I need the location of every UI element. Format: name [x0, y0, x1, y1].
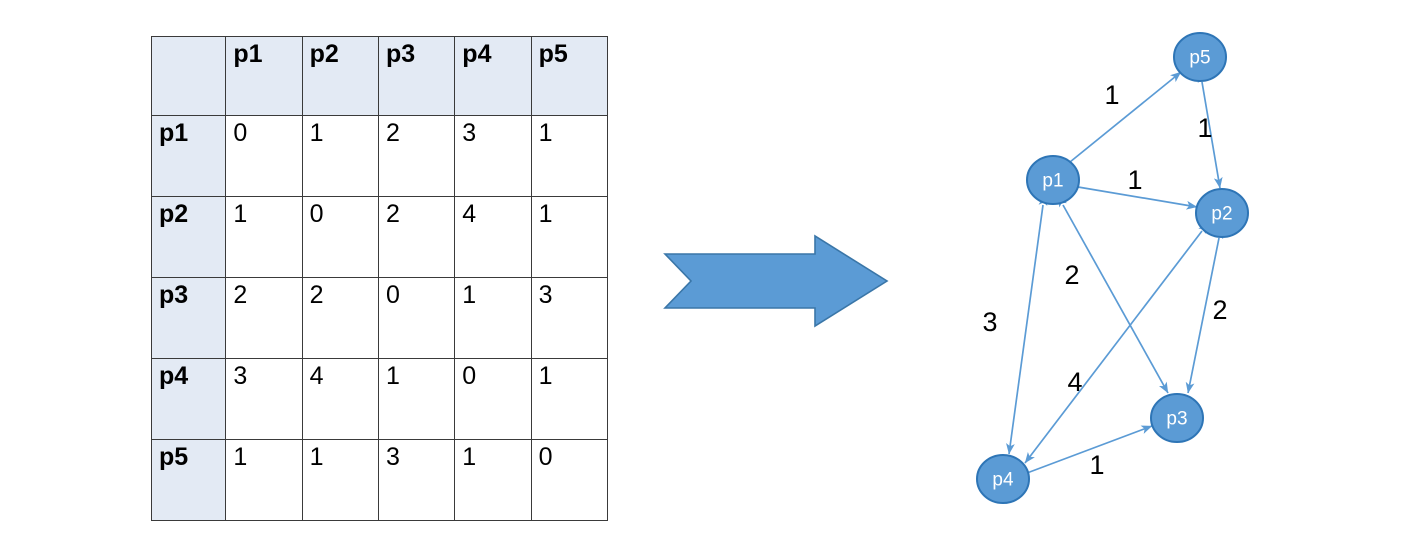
edge-p2-p3 [1185, 227, 1224, 394]
matrix-row-header-p4: p4 [150, 358, 227, 440]
matrix-row-header-p1: p1 [150, 115, 227, 197]
matrix-cell-p3-p3: 0 [377, 277, 456, 359]
edge-p1-p4 [1006, 194, 1048, 455]
matrix-row-header-p2: p2 [150, 196, 227, 278]
matrix-col-header-p5: p5 [530, 36, 609, 116]
graph-node-label-p3: p3 [1166, 409, 1187, 430]
matrix-cell-p5-p1: 1 [225, 439, 303, 521]
matrix-cell-p1-p4: 3 [454, 115, 532, 197]
edge-p1-p3 [1057, 195, 1169, 394]
graph-node-label-p4: p4 [992, 470, 1014, 491]
edge-p4-p3 [1017, 425, 1153, 478]
matrix-cell-p1-p5: 1 [530, 115, 609, 197]
edge-p2-p4 [1024, 222, 1209, 464]
matrix-corner-cell [150, 36, 227, 116]
table-row: p2 1 0 2 4 1 [150, 196, 609, 278]
matrix-cell-p3-p2: 2 [301, 277, 379, 359]
matrix-col-header-p4: p4 [454, 36, 532, 116]
matrix-cell-p3-p4: 1 [454, 277, 532, 359]
graph-node-label-p2: p2 [1211, 204, 1232, 225]
matrix-cell-p1-p3: 2 [377, 115, 456, 197]
graph-node-p5[interactable]: p5 [1173, 32, 1227, 82]
graph-nodes: p5 p1 p2 p3 p4 [976, 32, 1249, 504]
matrix-cell-p2-p2: 0 [301, 196, 379, 278]
table-row: p1 0 1 2 3 1 [150, 115, 609, 197]
matrix-cell-p4-p2: 4 [301, 358, 379, 440]
adjacency-matrix-panel: p1 p2 p3 p4 p5 p1 0 1 2 3 1 p2 1 0 2 4 [150, 36, 609, 521]
graph-node-p2[interactable]: p2 [1195, 188, 1249, 238]
edge-weight-p1-p2: 1 [1127, 165, 1142, 195]
table-row: p4 3 4 1 0 1 [150, 358, 609, 440]
matrix-cell-p2-p1: 1 [225, 196, 303, 278]
matrix-row-header-p3: p3 [150, 277, 227, 359]
edge-p5-p2 [1197, 71, 1223, 189]
matrix-col-header-p2: p2 [301, 36, 379, 116]
matrix-cell-p4-p5: 1 [530, 358, 609, 440]
edge-weight-p1-p3: 2 [1064, 260, 1079, 290]
matrix-cell-p5-p5: 0 [530, 439, 609, 521]
matrix-col-header-p3: p3 [377, 36, 456, 116]
matrix-row-header-p5: p5 [150, 439, 227, 521]
matrix-cell-p2-p5: 1 [530, 196, 609, 278]
matrix-cell-p5-p4: 1 [454, 439, 532, 521]
graph-node-p4[interactable]: p4 [976, 454, 1030, 504]
matrix-cell-p4-p3: 1 [377, 358, 456, 440]
graph-node-p1[interactable]: p1 [1026, 155, 1080, 205]
table-row: p5 1 1 3 1 0 [150, 439, 609, 521]
graph-edges [1006, 71, 1224, 478]
matrix-cell-p1-p2: 1 [301, 115, 379, 197]
matrix-cell-p3-p5: 3 [530, 277, 609, 359]
table-row: p3 2 2 0 1 3 [150, 277, 609, 359]
graph-node-label-p5: p5 [1189, 48, 1210, 69]
edge-weight-p5-p2: 1 [1197, 113, 1212, 143]
edge-weight-p2-p3: 2 [1212, 295, 1227, 325]
graph-diagram-panel: 1 1 1 2 3 4 2 1 p5 p1 p2 [930, 10, 1290, 550]
edge-weight-p2-p4: 4 [1067, 367, 1082, 397]
matrix-cell-p4-p1: 3 [225, 358, 303, 440]
matrix-header-row: p1 p2 p3 p4 p5 [150, 36, 609, 116]
edge-weight-p1-p4: 3 [982, 307, 997, 337]
right-block-arrow-icon [663, 234, 889, 328]
graph-node-p3[interactable]: p3 [1150, 393, 1204, 443]
graph-node-label-p1: p1 [1042, 171, 1063, 192]
adjacency-matrix-table: p1 p2 p3 p4 p5 p1 0 1 2 3 1 p2 1 0 2 4 [150, 36, 609, 521]
matrix-cell-p1-p1: 0 [225, 115, 303, 197]
matrix-cell-p5-p2: 1 [301, 439, 379, 521]
matrix-col-header-p1: p1 [225, 36, 303, 116]
edge-weight-p4-p3: 1 [1089, 450, 1104, 480]
edge-weight-p1-p5: 1 [1104, 80, 1119, 110]
matrix-cell-p3-p1: 2 [225, 277, 303, 359]
matrix-cell-p5-p3: 3 [377, 439, 456, 521]
graph-edge-weights: 1 1 1 2 3 4 2 1 [982, 80, 1227, 480]
edge-p1-p5 [1061, 71, 1182, 169]
matrix-cell-p2-p4: 4 [454, 196, 532, 278]
matrix-cell-p4-p4: 0 [454, 358, 532, 440]
matrix-cell-p2-p3: 2 [377, 196, 456, 278]
